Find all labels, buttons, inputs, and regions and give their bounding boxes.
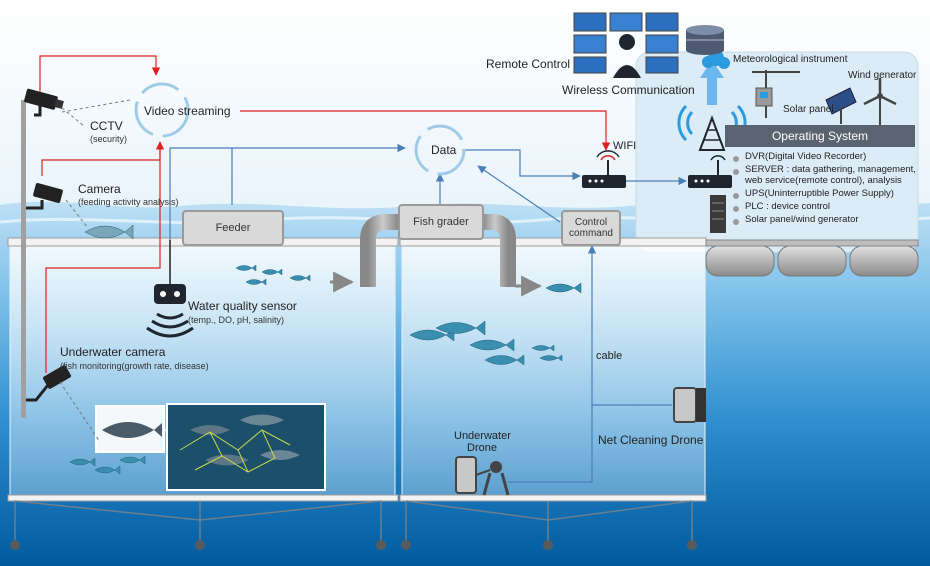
feeding-camera-icon: [26, 183, 63, 210]
cctv-sub-label: (security): [90, 134, 128, 144]
weather-station-icon: [752, 70, 800, 118]
underwater-camera-icon: [26, 365, 72, 402]
underwater-drone-label: Underwater Drone: [454, 430, 511, 455]
water-quality-sensor-icon: [146, 284, 194, 338]
operating-system-item: PLC : device control: [733, 201, 918, 213]
upload-arrowhead: [700, 60, 724, 78]
bottom-rail-right: [399, 494, 707, 502]
camera-dashed-links: [59, 99, 131, 443]
operating-system-list: DVR(Digital Video Recorder)SERVER : data…: [733, 151, 918, 228]
remote-control-monitors-icon: [573, 12, 679, 78]
water-quality-sensor-sub-label: (temp., DO, pH, salinity): [188, 315, 285, 325]
operating-system-title: Operating System: [725, 125, 915, 147]
operating-system-item: Solar panel/wind generator: [733, 214, 918, 226]
solar-panel-label: Solar panel: [783, 104, 834, 115]
database-icon: [686, 25, 724, 55]
video-links: [39, 55, 611, 373]
cctv-camera-icon: [24, 88, 64, 117]
fish-monitoring-photo: [95, 403, 326, 491]
control-command-box: Control command: [561, 210, 621, 246]
grader-pipe-left: [360, 214, 398, 287]
remote-control-label: Remote Control: [486, 57, 571, 71]
wifi-label: WIFI: [613, 140, 637, 152]
cctv-label: CCTV: [90, 119, 123, 133]
pontoon-floats: [705, 239, 919, 277]
net-cleaning-drone-label: Net Cleaning Drone: [598, 433, 704, 447]
cable-label: cable: [596, 350, 623, 362]
data-links: [169, 143, 687, 483]
anchor-weights: [10, 540, 697, 550]
video-streaming-hub: [134, 82, 190, 138]
meteorological-instrument-label: Meteorological instrument: [733, 54, 848, 65]
server-rack-icon: [710, 195, 726, 233]
fish-school: [69, 224, 582, 475]
net-cleaning-drone-icon: [673, 387, 706, 423]
bottom-rail-left: [7, 494, 399, 502]
video-streaming-label: Video streaming: [144, 104, 231, 118]
underwater-camera-sub-label: (fish monitoring(growth rate, disease): [60, 361, 209, 371]
camera-label: Camera: [78, 182, 121, 196]
fish-grader-box: Fish grader: [398, 204, 484, 240]
mooring-lines: [14, 500, 693, 542]
wind-generator-label: Wind generator: [848, 70, 917, 81]
solar-panel-icon: [825, 87, 857, 124]
operating-system-item: DVR(Digital Video Recorder): [733, 151, 918, 163]
operating-system-item: UPS(Uninterruptible Power Supply): [733, 188, 918, 200]
wireless-communication-label: Wireless Communication: [562, 83, 695, 97]
wifi-router-icon: [582, 150, 626, 188]
grader-pipe-right: [482, 214, 516, 287]
data-label: Data: [431, 143, 457, 157]
feeder-box: Feeder: [182, 210, 284, 246]
camera-sub-label: (feeding activity analysis): [78, 197, 179, 207]
operating-system-item: SERVER : data gathering, management, web…: [733, 164, 918, 187]
camera-pole: [21, 100, 26, 418]
water-quality-sensor-label: Water quality sensor: [188, 299, 297, 313]
underwater-camera-label: Underwater camera: [60, 345, 166, 359]
station-router-icon: [688, 155, 732, 188]
wind-generator-icon: [863, 78, 897, 126]
net-cage-right: [401, 244, 706, 501]
underwater-drone-icon: [455, 456, 510, 496]
data-hub: [414, 124, 466, 176]
